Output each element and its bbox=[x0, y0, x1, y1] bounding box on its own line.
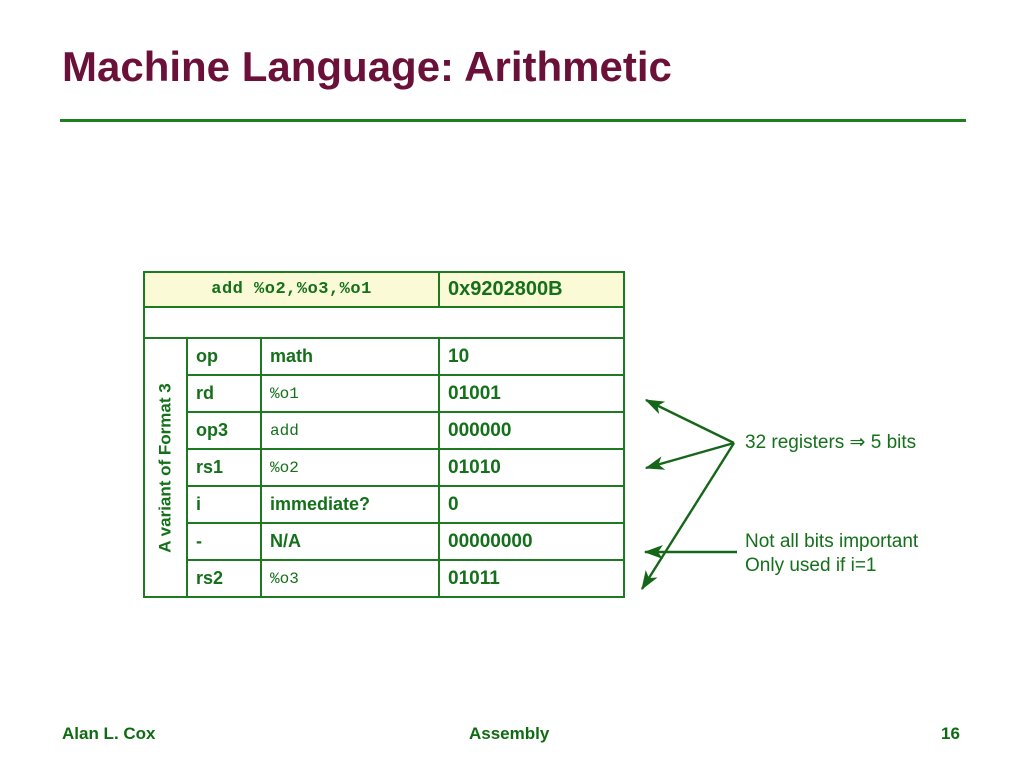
format-variant-label: A variant of Format 3 bbox=[155, 382, 175, 553]
table-row: rs1 %o2 01010 bbox=[144, 448, 626, 487]
field-name-cell: rs2 bbox=[186, 559, 262, 598]
field-bits-cell: 01001 bbox=[438, 374, 626, 413]
table-row-spacer bbox=[142, 306, 626, 339]
spacer-cell bbox=[142, 306, 626, 339]
rotated-label-wrap: A variant of Format 3 bbox=[145, 339, 186, 596]
field-bits-cell: 01010 bbox=[438, 448, 626, 487]
note-unused-bits-line2: Only used if i=1 bbox=[745, 555, 877, 577]
format-variant-cell: A variant of Format 3 bbox=[143, 337, 188, 598]
arrow-to-rd-row bbox=[644, 398, 735, 445]
table-row: i immediate? 0 bbox=[144, 485, 626, 524]
assembly-instruction-cell: add %o2,%o3,%o1 bbox=[142, 271, 441, 308]
machine-code-hex-cell: 0x9202800B bbox=[438, 271, 626, 308]
page-title: Machine Language: Arithmetic bbox=[62, 43, 672, 90]
field-bits-cell: 01011 bbox=[438, 559, 626, 598]
field-desc-cell: %o1 bbox=[259, 374, 441, 413]
arrow-to-rs1-row bbox=[644, 441, 735, 470]
field-desc-cell: math bbox=[259, 337, 441, 376]
footer-author: Alan L. Cox bbox=[62, 724, 156, 743]
arrow-to-rs2-row bbox=[640, 442, 736, 591]
field-bits-cell: 00000000 bbox=[438, 522, 626, 561]
field-name-cell: op3 bbox=[186, 411, 262, 450]
field-bits-cell: 10 bbox=[438, 337, 626, 376]
footer-section: Assembly bbox=[469, 724, 550, 743]
field-name-cell: - bbox=[186, 522, 262, 561]
note-registers: 32 registers ⇒ 5 bits bbox=[745, 432, 917, 453]
field-desc-cell: %o2 bbox=[259, 448, 441, 487]
field-desc-cell: N/A bbox=[259, 522, 441, 561]
note-unused-bits: Not all bits important Only used if i=1 bbox=[745, 530, 918, 579]
field-name-cell: rd bbox=[186, 374, 262, 413]
field-bits-cell: 000000 bbox=[438, 411, 626, 450]
field-name-cell: op bbox=[186, 337, 262, 376]
table-row: op3 add 000000 bbox=[144, 411, 626, 450]
table-row: rd %o1 01001 bbox=[144, 374, 626, 413]
field-bits-cell: 0 bbox=[438, 485, 626, 524]
table-row-header: add %o2,%o3,%o1 0x9202800B bbox=[142, 271, 626, 308]
field-desc-cell: add bbox=[259, 411, 441, 450]
table-row: - N/A 00000000 bbox=[144, 522, 626, 561]
instruction-format-table: add %o2,%o3,%o1 0x9202800B A variant of … bbox=[142, 271, 626, 598]
footer-page-number: 16 bbox=[941, 724, 960, 743]
field-name-cell: rs1 bbox=[186, 448, 262, 487]
note-unused-bits-line1: Not all bits important bbox=[745, 531, 919, 552]
field-desc-cell: immediate? bbox=[259, 485, 441, 524]
table-row: A variant of Format 3 op math 10 bbox=[143, 337, 626, 598]
title-divider bbox=[60, 119, 966, 122]
field-name-cell: i bbox=[186, 485, 262, 524]
field-desc-cell: %o3 bbox=[259, 559, 441, 598]
table-row: rs2 %o3 01011 bbox=[144, 559, 626, 598]
